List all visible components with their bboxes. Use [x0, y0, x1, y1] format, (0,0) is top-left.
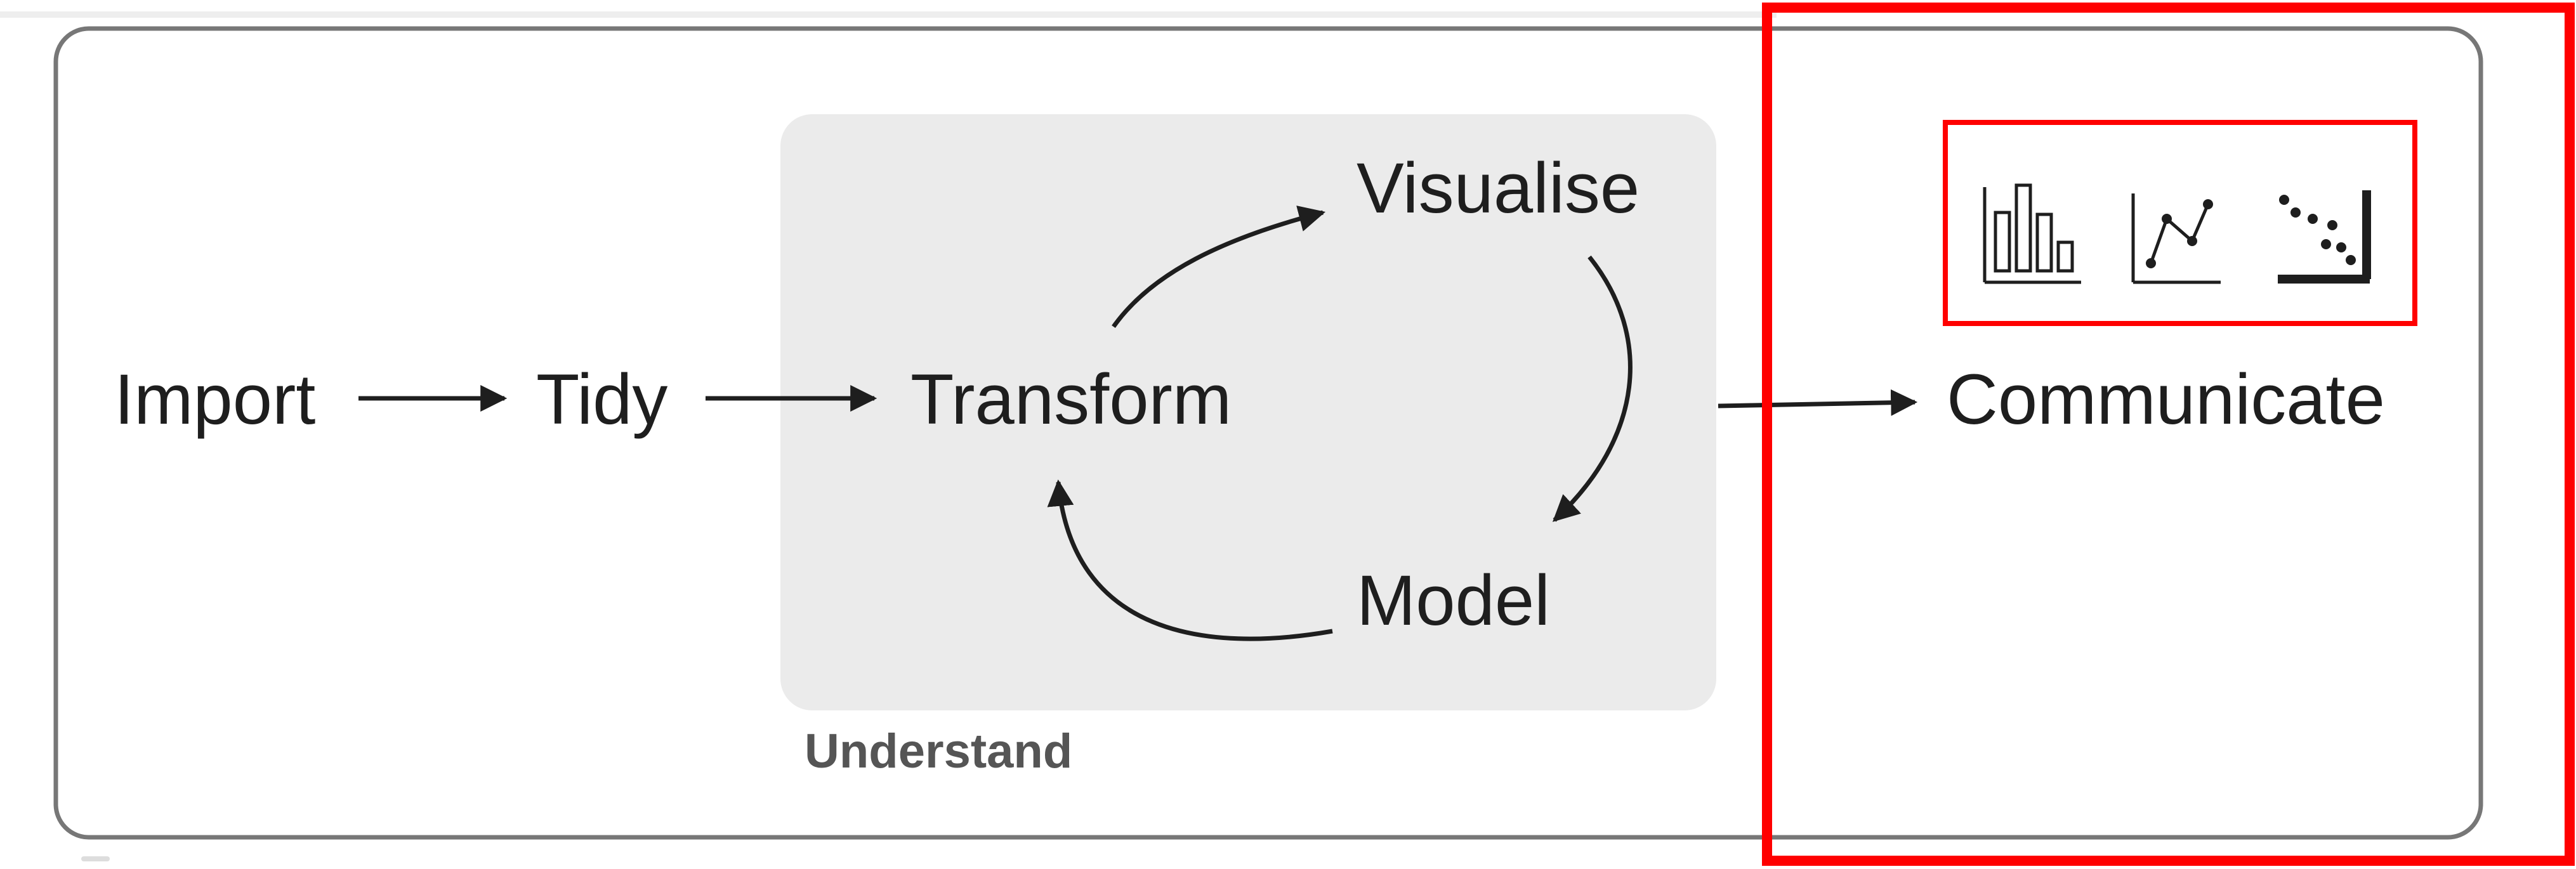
node-import: Import — [114, 360, 315, 439]
communicate-highlight-box — [1762, 3, 2575, 866]
node-transform: Transform — [910, 360, 1232, 439]
node-communicate: Communicate — [1947, 360, 2385, 439]
icons-highlight-box — [1943, 120, 2417, 326]
arrow-to-communicate — [1718, 389, 1918, 416]
arrow-visualise-to-model — [1552, 255, 1633, 522]
top-strip — [0, 11, 1777, 18]
understand-label: Understand — [805, 724, 1072, 778]
bottom-mark — [81, 856, 110, 861]
bar-chart-icon — [1983, 183, 2081, 284]
scatter-plot-icon — [2278, 190, 2371, 284]
arrow-model-to-transform — [1047, 479, 1333, 641]
line-chart-icon — [2131, 193, 2221, 284]
node-tidy: Tidy — [536, 360, 667, 439]
understand-region — [780, 114, 1716, 710]
node-visualise: Visualise — [1357, 148, 1640, 228]
node-model: Model — [1357, 561, 1550, 640]
arrow-transform-to-visualise — [1112, 206, 1326, 329]
